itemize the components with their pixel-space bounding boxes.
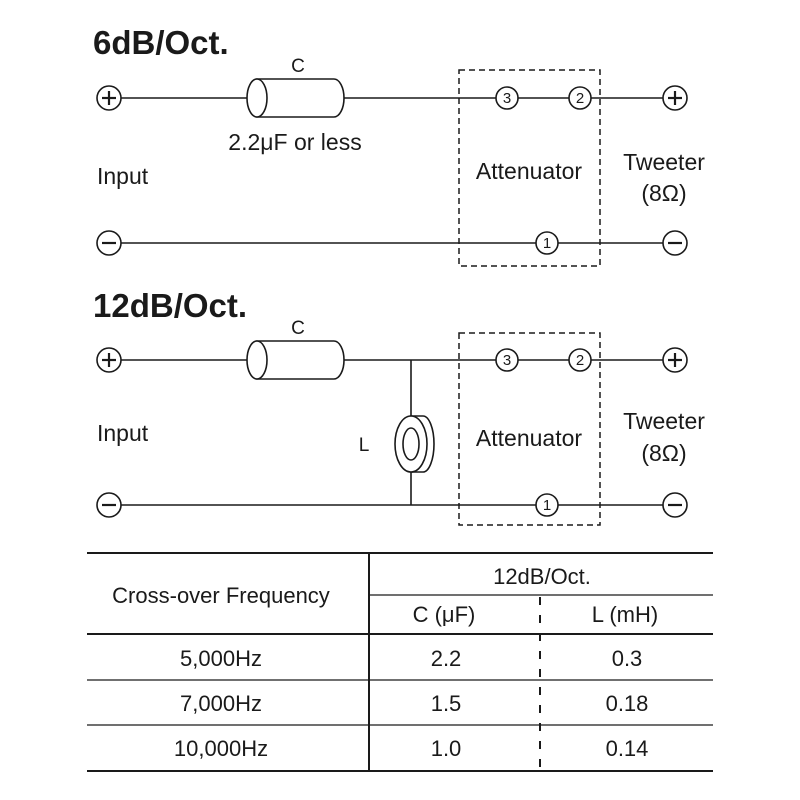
tweeter-plus-terminal xyxy=(662,347,688,373)
svg-text:3: 3 xyxy=(503,90,511,107)
svg-text:2: 2 xyxy=(576,352,584,369)
tweeter-minus-terminal xyxy=(662,492,688,518)
table-group-header: 12dB/Oct. xyxy=(493,564,591,589)
table-row-header: Cross-over Frequency xyxy=(112,583,330,608)
inductor-label: L xyxy=(359,435,370,456)
table-row: 10,000Hz 1.0 0.14 xyxy=(174,736,649,761)
table-cell-l: 0.18 xyxy=(606,691,649,716)
attenuator-terminal-1: 1 xyxy=(535,231,559,255)
tweeter-impedance-label: (8Ω) xyxy=(641,440,686,466)
tweeter-minus-terminal xyxy=(662,230,688,256)
circuit-6db: 6dB/Oct. C 2.2μF or less Input Attenuato xyxy=(93,24,705,267)
inductor-core xyxy=(402,427,420,461)
circuit-6db-title: 6dB/Oct. xyxy=(93,24,229,61)
table-cell-c: 1.5 xyxy=(431,691,462,716)
attenuator-box xyxy=(458,332,601,526)
attenuator-terminal-3: 3 xyxy=(495,86,519,110)
svg-text:3: 3 xyxy=(503,352,511,369)
input-minus-terminal xyxy=(96,230,122,256)
table-row: 5,000Hz 2.2 0.3 xyxy=(180,646,642,671)
table-row: 7,000Hz 1.5 0.18 xyxy=(180,691,648,716)
inductor xyxy=(394,415,435,473)
tweeter-impedance-label: (8Ω) xyxy=(641,180,686,206)
attenuator-terminal-2: 2 xyxy=(568,348,592,372)
attenuator-terminal-3: 3 xyxy=(495,348,519,372)
table-col-l-header: L (mH) xyxy=(592,602,658,627)
capacitor-end xyxy=(246,78,268,118)
crossover-table: Cross-over Frequency 12dB/Oct. C (μF) L … xyxy=(87,552,713,772)
attenuator-terminal-1: 1 xyxy=(535,493,559,517)
table-cell-l: 0.3 xyxy=(612,646,643,671)
table-cell-frequency: 5,000Hz xyxy=(180,646,262,671)
attenuator-terminal-2: 2 xyxy=(568,86,592,110)
tweeter-label: Tweeter xyxy=(623,149,705,175)
svg-text:1: 1 xyxy=(543,497,551,514)
svg-text:1: 1 xyxy=(543,235,551,252)
capacitor-label: C xyxy=(291,318,305,339)
attenuator-box xyxy=(458,69,601,267)
capacitor-body xyxy=(256,78,345,118)
capacitor-value-label: 2.2μF or less xyxy=(228,129,361,155)
input-label: Input xyxy=(97,420,149,446)
tweeter-label: Tweeter xyxy=(623,408,705,434)
table-cell-l: 0.14 xyxy=(606,736,649,761)
input-plus-terminal xyxy=(96,85,122,111)
input-minus-terminal xyxy=(96,492,122,518)
table-cell-frequency: 10,000Hz xyxy=(174,736,268,761)
circuit-12db: 12dB/Oct. C L xyxy=(93,287,705,526)
capacitor xyxy=(246,340,345,380)
svg-text:2: 2 xyxy=(576,90,584,107)
attenuator-label: Attenuator xyxy=(476,158,582,184)
table-cell-c: 2.2 xyxy=(431,646,462,671)
tweeter-plus-terminal xyxy=(662,85,688,111)
capacitor-body xyxy=(256,340,345,380)
table-col-c-header: C (μF) xyxy=(413,602,476,627)
capacitor-label: C xyxy=(291,56,305,77)
table-cell-c: 1.0 xyxy=(431,736,462,761)
capacitor-end xyxy=(246,340,268,380)
table-cell-frequency: 7,000Hz xyxy=(180,691,262,716)
attenuator-label: Attenuator xyxy=(476,425,582,451)
input-plus-terminal xyxy=(96,347,122,373)
capacitor xyxy=(246,78,345,118)
input-label: Input xyxy=(97,163,149,189)
circuit-12db-title: 12dB/Oct. xyxy=(93,287,247,324)
